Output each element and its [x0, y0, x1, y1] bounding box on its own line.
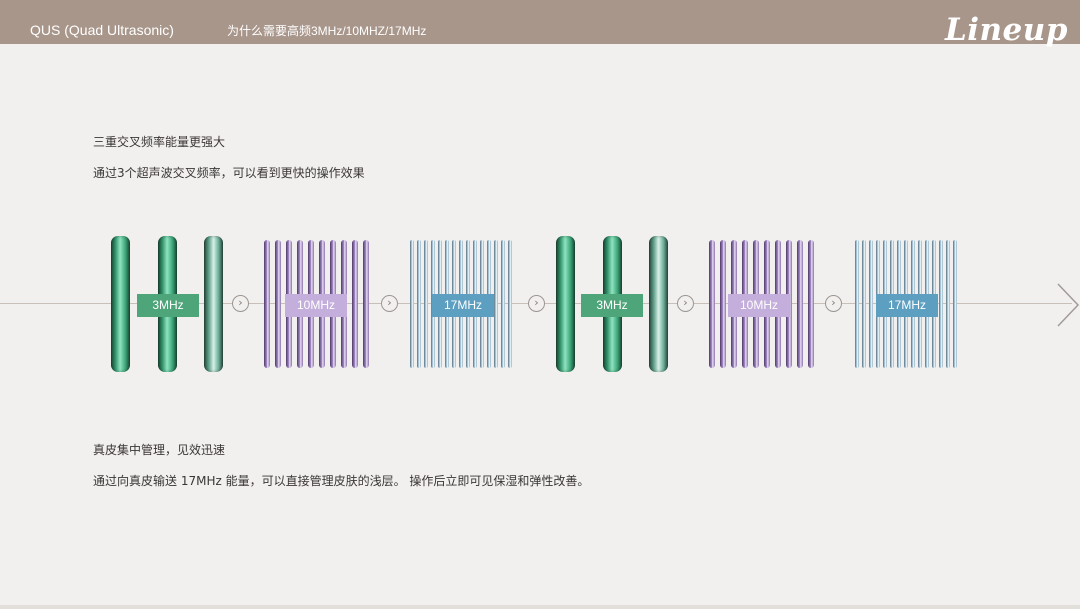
- transducer-bar: [424, 240, 428, 368]
- transducer-bar: [352, 240, 358, 368]
- chevron-right-icon: ›: [528, 295, 545, 312]
- chevron-right-icon: ›: [232, 295, 249, 312]
- transducer-bar: [797, 240, 803, 368]
- next-chevron-icon[interactable]: [1056, 283, 1080, 327]
- transducer-bar: [111, 236, 130, 372]
- transducer-bar: [417, 240, 421, 368]
- transducer-bar: [363, 240, 369, 368]
- frequency-label: 3MHz: [581, 294, 643, 317]
- frequency-label: 10MHz: [285, 294, 347, 317]
- frequency-label: 10MHz: [728, 294, 790, 317]
- transducer-bar: [556, 236, 575, 372]
- frequency-label: 3MHz: [137, 294, 199, 317]
- transducer-bar: [709, 240, 715, 368]
- transducer-bar: [494, 240, 498, 368]
- chevron-right-icon: ›: [677, 295, 694, 312]
- brand-logo: Lineup: [944, 12, 1068, 48]
- section1-description: 通过3个超声波交叉频率，可以看到更快的操作效果: [93, 166, 365, 180]
- section2-description: 通过向真皮输送 17MHz 能量，可以直接管理皮肤的浅层。 操作后立即可见保湿和…: [93, 474, 590, 488]
- transducer-bar: [808, 240, 814, 368]
- transducer-bar: [862, 240, 866, 368]
- transducer-bar: [501, 240, 505, 368]
- footer-divider: [0, 605, 1080, 609]
- transducer-bar: [204, 236, 223, 372]
- transducer-bar: [720, 240, 726, 368]
- header-bar: QUS (Quad Ultrasonic) 为什么需要高频3MHz/10MHZ/…: [0, 0, 1080, 48]
- section1-heading: 三重交叉频率能量更强大: [93, 135, 226, 149]
- transducer-bar: [855, 240, 859, 368]
- transducer-bar: [946, 240, 950, 368]
- frequency-label: 17MHz: [876, 294, 938, 317]
- transducer-bar: [264, 240, 270, 368]
- frequency-label: 17MHz: [432, 294, 494, 317]
- transducer-bar: [410, 240, 414, 368]
- transducer-bar: [953, 240, 957, 368]
- transducer-bar: [649, 236, 668, 372]
- transducer-bar: [275, 240, 281, 368]
- transducer-bar: [939, 240, 943, 368]
- chevron-right-icon: ›: [825, 295, 842, 312]
- page-title: QUS (Quad Ultrasonic): [30, 22, 174, 38]
- page-subtitle: 为什么需要高频3MHz/10MHZ/17MHz: [227, 24, 427, 38]
- chevron-right-icon: ›: [381, 295, 398, 312]
- transducer-bar: [508, 240, 512, 368]
- transducer-bar: [869, 240, 873, 368]
- section2-heading: 真皮集中管理，见效迅速: [93, 443, 226, 457]
